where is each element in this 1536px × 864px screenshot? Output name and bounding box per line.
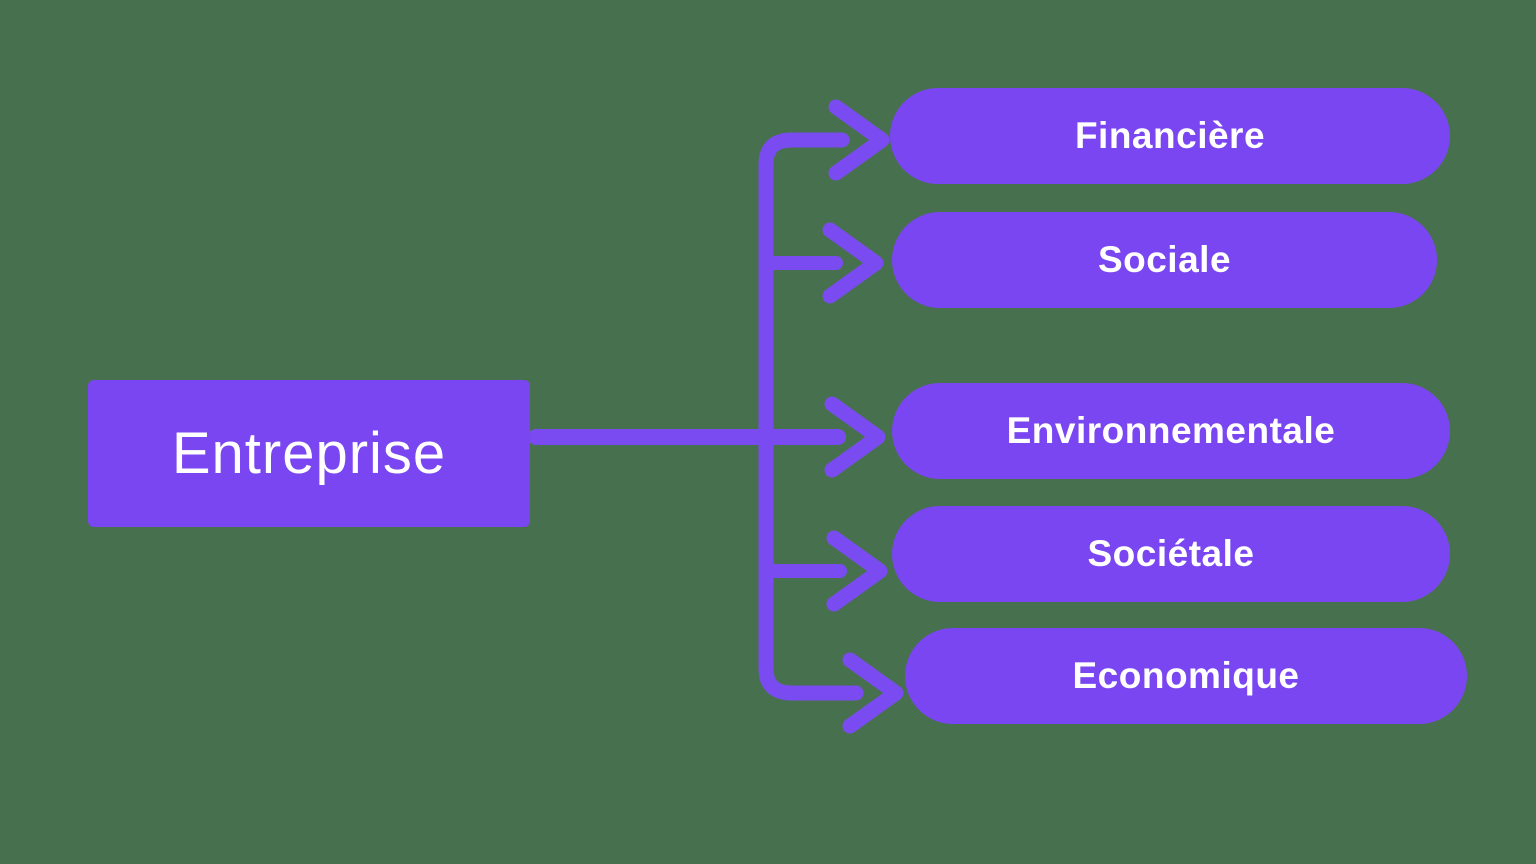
node-entreprise-label: Entreprise — [171, 421, 447, 486]
arrowhead-sociale — [822, 222, 884, 304]
node-sociale: Sociale — [892, 212, 1437, 308]
node-environnementale: Environnementale — [892, 383, 1450, 479]
node-economique: Economique — [905, 628, 1467, 724]
node-economique-label: Economique — [1072, 655, 1300, 696]
node-sociale-label: Sociale — [1097, 239, 1232, 280]
arrowhead-financiere — [828, 99, 890, 181]
arrow-trunk — [758, 132, 864, 701]
node-financiere-label: Financière — [1074, 115, 1266, 156]
node-financiere: Financière — [890, 88, 1450, 184]
node-entreprise: Entreprise — [88, 380, 530, 527]
arrowhead-environnementale — [824, 396, 886, 478]
arrowhead-economique — [842, 652, 904, 734]
node-societale-label: Sociétale — [1087, 533, 1255, 574]
node-environnementale-label: Environnementale — [1006, 410, 1336, 451]
node-societale: Sociétale — [892, 506, 1450, 602]
arrowhead-societale — [826, 530, 888, 612]
